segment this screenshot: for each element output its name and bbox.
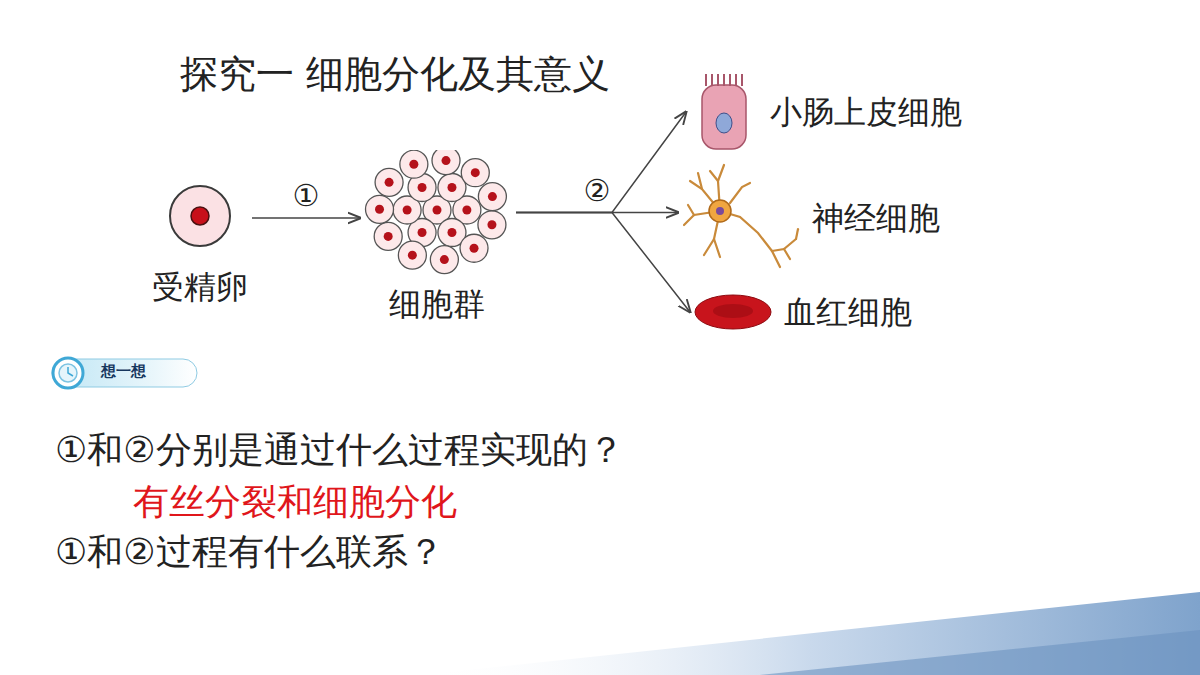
cell-illustration bbox=[160, 178, 240, 258]
step-number: ② bbox=[581, 174, 614, 207]
step-number: ① bbox=[290, 179, 323, 212]
zygote-node: 受精卵 bbox=[152, 178, 248, 306]
cell-label: 血红细胞 bbox=[784, 293, 912, 331]
arrow-connector bbox=[252, 217, 360, 219]
red-blood-cell-node: 血红细胞 bbox=[692, 290, 912, 334]
question-text: ①和②分别是通过什么过程实现的？ bbox=[55, 428, 624, 471]
cell-illustration bbox=[362, 150, 512, 275]
intestinal-cell-node: 小肠上皮细胞 bbox=[688, 71, 962, 153]
slide-title: 探究一 细胞分化及其意义 bbox=[180, 52, 610, 98]
cell-label: 小肠上皮细胞 bbox=[770, 93, 962, 131]
neuron-node: 神经细胞 bbox=[680, 159, 940, 277]
corner-band bbox=[760, 630, 1200, 675]
cell-label: 受精卵 bbox=[152, 268, 248, 306]
cell-group-node: 细胞群 bbox=[362, 150, 512, 323]
arrow-connector bbox=[516, 112, 686, 213]
corner-band bbox=[420, 592, 1200, 675]
cell-label: 细胞群 bbox=[389, 285, 485, 323]
cell-illustration bbox=[680, 159, 802, 277]
question-text: ①和②过程有什么联系？ bbox=[55, 530, 444, 573]
think-badge bbox=[52, 358, 197, 388]
answer-text: 有丝分裂和细胞分化 bbox=[133, 480, 457, 523]
arrow-connector bbox=[516, 213, 690, 313]
cell-illustration bbox=[692, 290, 774, 334]
cell-illustration bbox=[688, 71, 760, 153]
cell-label: 神经细胞 bbox=[812, 199, 940, 237]
badge-label: 想一想 bbox=[101, 362, 146, 380]
